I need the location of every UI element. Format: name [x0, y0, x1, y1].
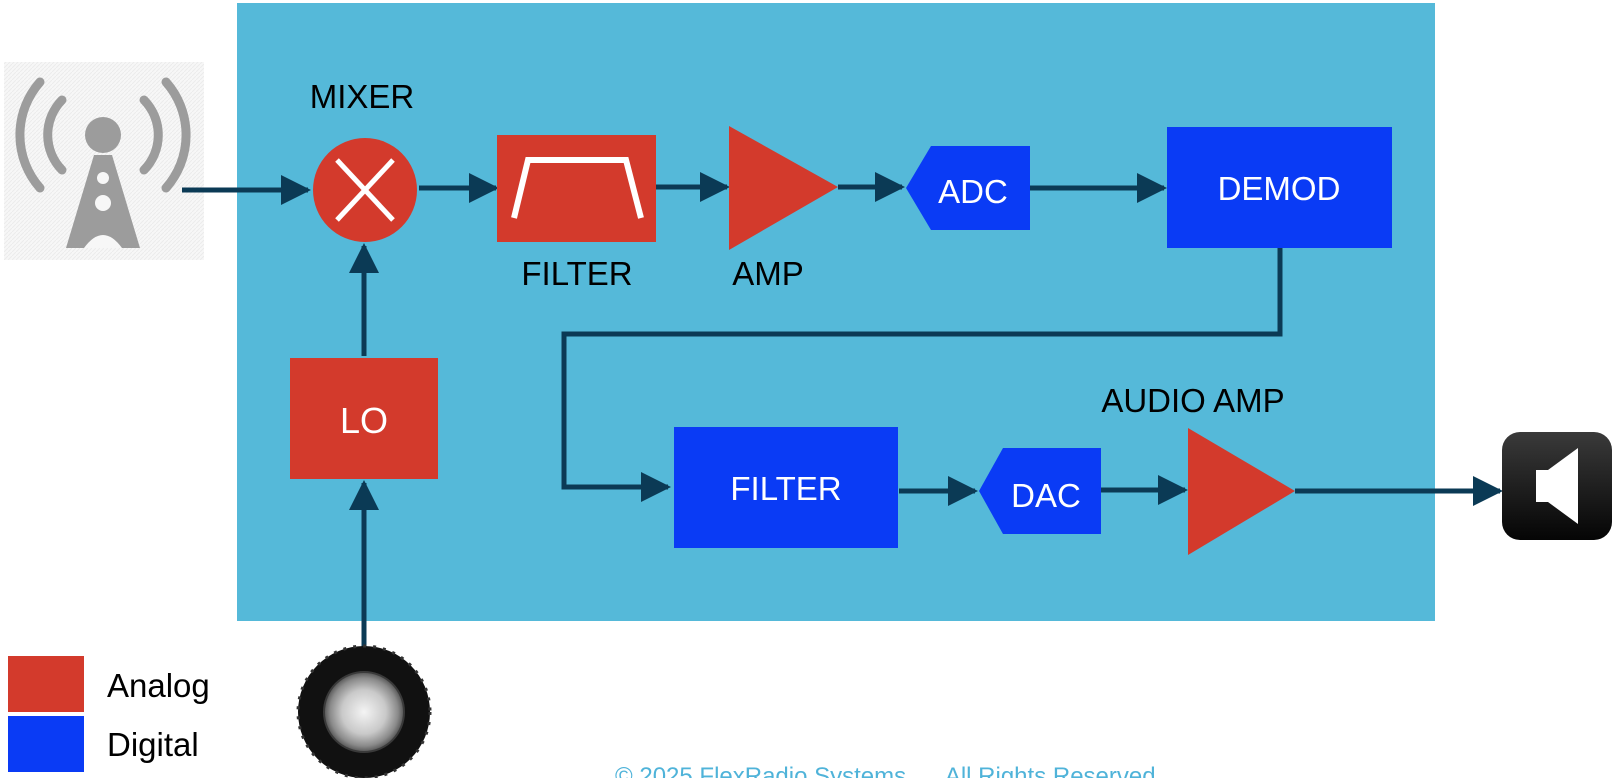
adc-label: ADC	[938, 173, 1008, 210]
legend-analog-swatch	[8, 656, 84, 712]
demod-label: DEMOD	[1218, 170, 1341, 207]
digital-filter-label: FILTER	[730, 470, 841, 507]
lo-block	[290, 358, 438, 479]
dac-block	[979, 448, 1101, 534]
legend-digital-swatch	[8, 716, 84, 772]
legend-digital-label: Digital	[107, 726, 199, 763]
amp-triangle	[729, 126, 838, 250]
adc-block	[906, 146, 1030, 230]
audio-amp-label: AUDIO AMP	[1101, 382, 1284, 419]
speaker-icon	[1502, 432, 1612, 540]
lo-label: LO	[340, 400, 388, 441]
tuning-knob-icon	[296, 644, 432, 778]
analog-filter-block	[497, 135, 656, 242]
copyright-footer: © 2025 FlexRadio Systems All Rights Rese…	[615, 763, 1156, 778]
amp-label: AMP	[732, 255, 804, 292]
signal-wires	[182, 172, 1503, 650]
analog-filter-label: FILTER	[521, 255, 632, 292]
legend-analog-label: Analog	[107, 667, 210, 704]
dac-label: DAC	[1011, 477, 1081, 514]
mixer-block	[313, 138, 417, 242]
legend: Analog Digital	[8, 656, 210, 772]
digital-filter-block	[674, 427, 898, 548]
demod-block	[1167, 127, 1392, 248]
antenna-tower-icon	[4, 62, 204, 260]
mixer-label: MIXER	[310, 78, 415, 115]
audio-amp-triangle	[1188, 428, 1295, 555]
